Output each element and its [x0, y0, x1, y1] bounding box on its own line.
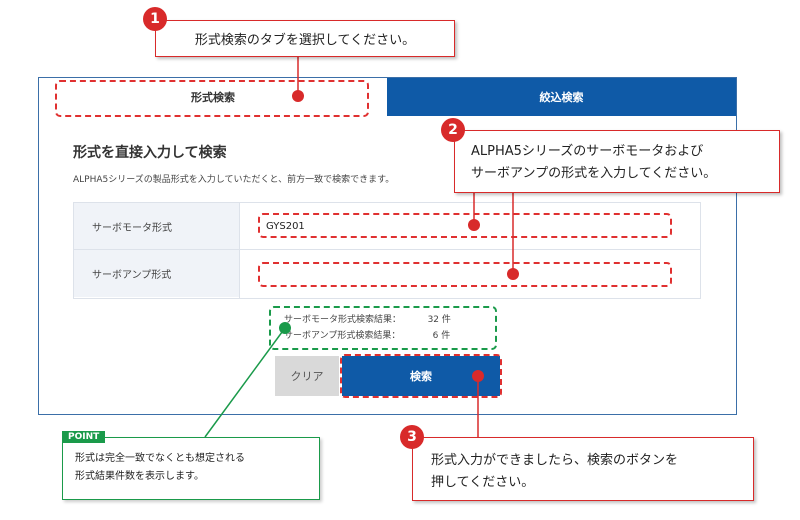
results-marker-dot: [279, 322, 291, 334]
step1-badge: 1: [143, 7, 167, 31]
step3-line1: 形式入力ができましたら、検索のボタンを: [431, 453, 679, 468]
servo-amp-input[interactable]: [262, 264, 670, 286]
tab-highlight: [55, 80, 369, 117]
tab-marker-dot: [292, 90, 304, 102]
point-line2: 形式結果件数を表示します。: [75, 471, 204, 482]
tab-filter-search[interactable]: 絞込検索: [387, 78, 736, 116]
search-marker-dot: [472, 370, 484, 382]
tab-form-search-label: 形式検索: [191, 91, 235, 104]
search-button-highlight: [340, 354, 502, 398]
point-callout: 形式は完全一致でなくとも想定される 形式結果件数を表示します。: [62, 437, 320, 500]
tab-filter-search-label: 絞込検索: [539, 91, 584, 104]
amp-label: サーボアンプ形式: [74, 250, 239, 297]
motor-result-unit: 件: [441, 315, 451, 325]
motor-marker-dot: [468, 219, 480, 231]
section-title: 形式を直接入力して検索: [73, 145, 227, 161]
row-divider: [74, 249, 700, 250]
step2-callout: ALPHA5シリーズのサーボモータおよび サーボアンプの形式を入力してください。: [454, 130, 780, 193]
results-highlight: [269, 306, 497, 350]
point-line1: 形式は完全一致でなくとも想定される: [75, 453, 245, 464]
amp-result-label: サーボアンプ形式検索結果：: [284, 331, 401, 341]
step1-callout: 形式検索のタブを選択してください。: [155, 20, 455, 57]
amp-result-unit: 件: [441, 331, 451, 341]
motor-result-count: 32: [427, 315, 440, 325]
step3-badge: 3: [400, 425, 424, 449]
step3-callout: 形式入力ができましたら、検索のボタンを 押してください。: [412, 437, 754, 501]
amp-result-count: 6: [432, 331, 439, 341]
amp-marker-dot: [507, 268, 519, 280]
form-table: [73, 202, 701, 299]
amp-input-highlight: [258, 262, 672, 287]
step2-line2: サーボアンプの形式を入力してください。: [471, 166, 717, 181]
section-description: ALPHA5シリーズの製品形式を入力していただくと、前方一致で検索できます。: [73, 175, 395, 185]
step2-badge: 2: [441, 118, 465, 142]
amp-result-row: サーボアンプ形式検索結果： 6 件: [284, 328, 451, 344]
column-divider: [239, 203, 240, 298]
motor-result-row: サーボモータ形式検索結果： 32 件: [284, 312, 451, 328]
step1-text: 形式検索のタブを選択してください。: [194, 33, 416, 48]
servo-motor-input[interactable]: [262, 215, 670, 237]
result-counts: サーボモータ形式検索結果： 32 件 サーボアンプ形式検索結果： 6 件: [284, 312, 451, 344]
motor-result-label: サーボモータ形式検索結果：: [284, 315, 402, 325]
motor-label: サーボモータ形式: [74, 203, 239, 250]
tab-form-search[interactable]: 形式検索: [39, 78, 387, 116]
clear-button[interactable]: クリア: [275, 356, 339, 396]
point-tag: POINT: [62, 431, 106, 443]
step3-line2: 押してください。: [431, 475, 535, 490]
step2-line1: ALPHA5シリーズのサーボモータおよび: [471, 144, 704, 159]
motor-input-highlight: [258, 213, 672, 238]
